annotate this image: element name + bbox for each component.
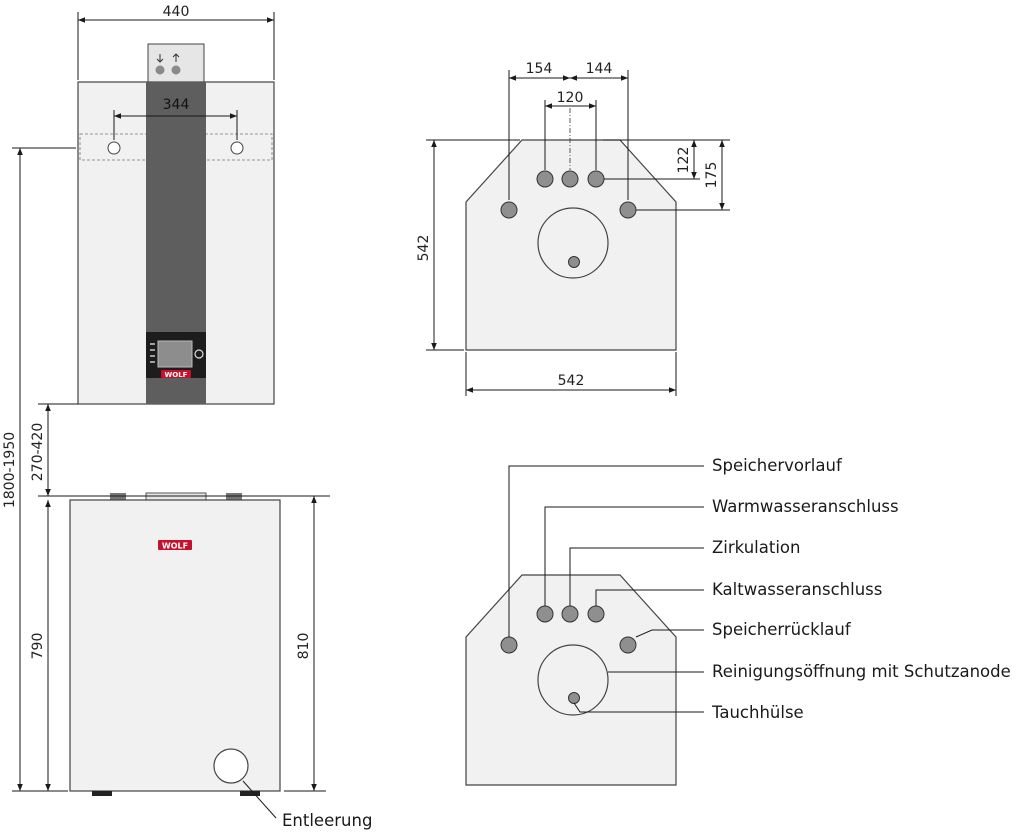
port-return — [619, 636, 637, 654]
dim-542-vertical: 542 — [416, 139, 520, 351]
dim-label: 542 — [558, 373, 585, 389]
dim-label: 790 — [30, 633, 46, 660]
arrow-up-icon — [172, 53, 180, 62]
label-tauchhuelse: Tauchhülse — [711, 703, 804, 722]
boiler-front-view: WOLF — [77, 43, 275, 405]
wolf-logo — [158, 540, 192, 550]
label-speicherruecklauf: Speicherrücklauf — [712, 620, 852, 639]
port-warmwater — [536, 605, 554, 623]
dim-122-175: 122 175 — [603, 139, 730, 211]
flue-port-icon — [155, 65, 165, 75]
control-knob-icon — [194, 349, 204, 359]
dim-120: 120 — [544, 90, 597, 170]
dim-label: 542 — [416, 235, 432, 262]
flue-pipe — [147, 43, 205, 83]
dim-label: 810 — [296, 633, 312, 660]
mounting-hole — [107, 141, 121, 155]
flue-port-icon — [171, 65, 181, 75]
dim-1800-1950: 1800-1950 — [2, 147, 76, 792]
label-speichervorlauf: Speichervorlauf — [712, 456, 843, 475]
port-circulation — [561, 605, 579, 623]
arrow-down-icon — [156, 54, 164, 63]
dim-790: 790 — [30, 500, 51, 791]
port-flow — [500, 636, 518, 654]
mounting-hole — [230, 141, 244, 155]
wolf-logo-text: WOLF — [165, 371, 188, 379]
tank-top-view-labeled: Speichervorlauf Warmwasseranschluss Zirk… — [465, 456, 1011, 786]
dim-810: 810 — [284, 496, 326, 792]
port-coldwater — [587, 605, 605, 623]
storage-tank-front-view: WOLF Entleerung — [69, 492, 372, 830]
port-return — [619, 201, 637, 219]
wolf-logo — [161, 370, 191, 378]
port-flow — [500, 201, 518, 219]
dim-label: 440 — [163, 4, 190, 20]
dim-440: 440 — [77, 4, 275, 80]
dim-344: 344 — [113, 97, 238, 140]
dim-label: 144 — [586, 61, 613, 77]
port-warmwater — [536, 170, 554, 188]
dim-label: 270-420 — [30, 423, 46, 482]
control-display — [157, 340, 193, 368]
immersion-sleeve — [568, 692, 580, 704]
label-entleerung: Entleerung — [282, 811, 372, 830]
dim-542-horizontal: 542 — [465, 352, 677, 396]
dim-label: 1800-1950 — [2, 432, 18, 508]
label-zirkulation: Zirkulation — [712, 538, 800, 557]
dim-label: 122 — [676, 147, 692, 174]
dim-270-420: 270-420 — [30, 403, 330, 497]
dim-label: 175 — [704, 162, 720, 189]
drain-valve — [213, 748, 249, 784]
inspection-opening — [537, 644, 609, 716]
wolf-logo-text: WOLF — [162, 542, 188, 551]
dim-label: 154 — [526, 61, 553, 77]
inspection-opening — [537, 207, 609, 279]
port-coldwater — [587, 170, 605, 188]
label-warmwasseranschluss: Warmwasseranschluss — [712, 497, 899, 516]
dim-label: 344 — [163, 97, 190, 113]
dim-154-144: 154 144 — [508, 61, 629, 200]
label-reinigungsoeffnung: Reinigungsöffnung mit Schutzanode — [712, 662, 1011, 681]
port-circulation — [561, 170, 579, 188]
label-kaltwasseranschluss: Kaltwasseranschluss — [712, 580, 882, 599]
immersion-sleeve — [568, 256, 580, 268]
dim-label: 120 — [557, 90, 584, 106]
tank-top-view-dimensioned — [465, 108, 677, 351]
